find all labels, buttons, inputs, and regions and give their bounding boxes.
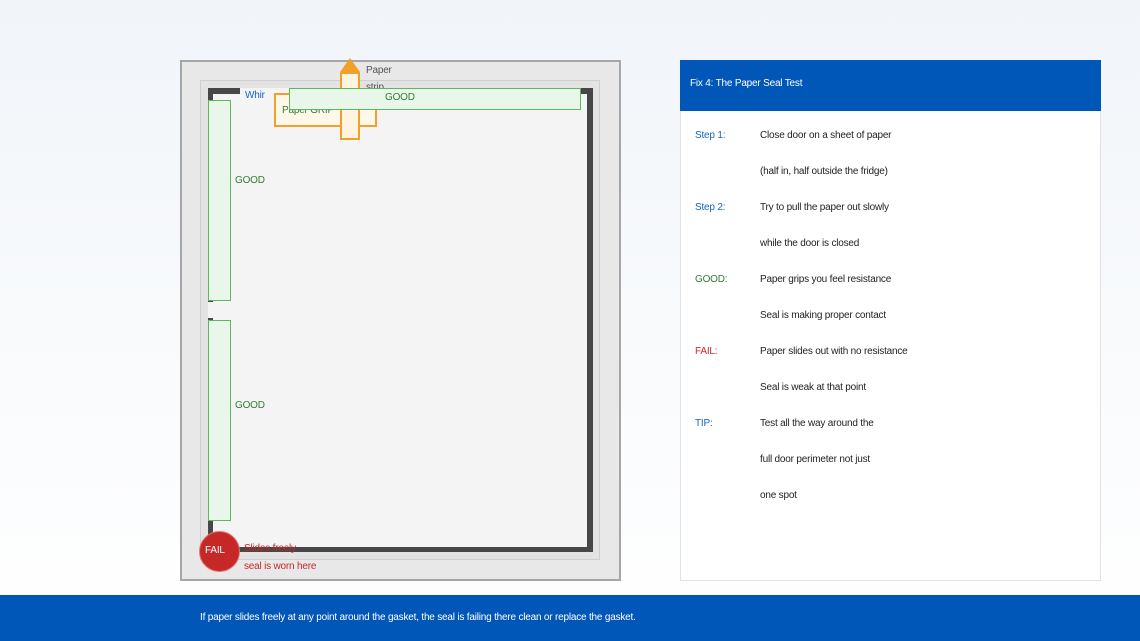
tip-line1: Test all the way around the bbox=[760, 418, 874, 430]
paper-label: Paper bbox=[366, 65, 392, 77]
zone-top-label: GOOD bbox=[385, 92, 415, 104]
step2-line2: while the door is closed bbox=[760, 238, 859, 250]
tip-key: TIP: bbox=[695, 418, 713, 430]
gasket-gap-left bbox=[208, 302, 213, 318]
pull-arrow-icon bbox=[340, 58, 360, 72]
good-key: GOOD: bbox=[695, 274, 727, 286]
good-line1: Paper grips you feel resistance bbox=[760, 274, 891, 286]
fail-key: FAIL: bbox=[695, 346, 717, 358]
step1-line2: (half in, half outside the fridge) bbox=[760, 166, 888, 178]
step2-line1: Try to pull the paper out slowly bbox=[760, 202, 889, 214]
step1-line1: Close door on a sheet of paper bbox=[760, 130, 891, 142]
zone-left-lower-label: GOOD bbox=[235, 400, 265, 412]
whir-label: Whir bbox=[245, 90, 265, 102]
fail-note-line2: seal is worn here bbox=[244, 561, 316, 573]
door-panel bbox=[213, 94, 587, 547]
good-line2: Seal is making proper contact bbox=[760, 310, 886, 322]
seal-zone-left-lower bbox=[208, 320, 231, 521]
footer-text: If paper slides freely at any point arou… bbox=[200, 612, 636, 624]
seal-zone-top bbox=[289, 88, 581, 110]
tip-line3: one spot bbox=[760, 490, 797, 502]
panel-title: Fix 4: The Paper Seal Test bbox=[690, 78, 802, 90]
fail-note-line1: Slides freely bbox=[244, 543, 296, 555]
tip-line2: full door perimeter not just bbox=[760, 454, 870, 466]
seal-zone-left-upper bbox=[208, 100, 231, 301]
step1-key: Step 1: bbox=[695, 130, 725, 142]
step2-key: Step 2: bbox=[695, 202, 725, 214]
fail-label: FAIL bbox=[205, 545, 225, 557]
fail-line2: Seal is weak at that point bbox=[760, 382, 866, 394]
zone-left-upper-label: GOOD bbox=[235, 175, 265, 187]
fail-line1: Paper slides out with no resistance bbox=[760, 346, 908, 358]
